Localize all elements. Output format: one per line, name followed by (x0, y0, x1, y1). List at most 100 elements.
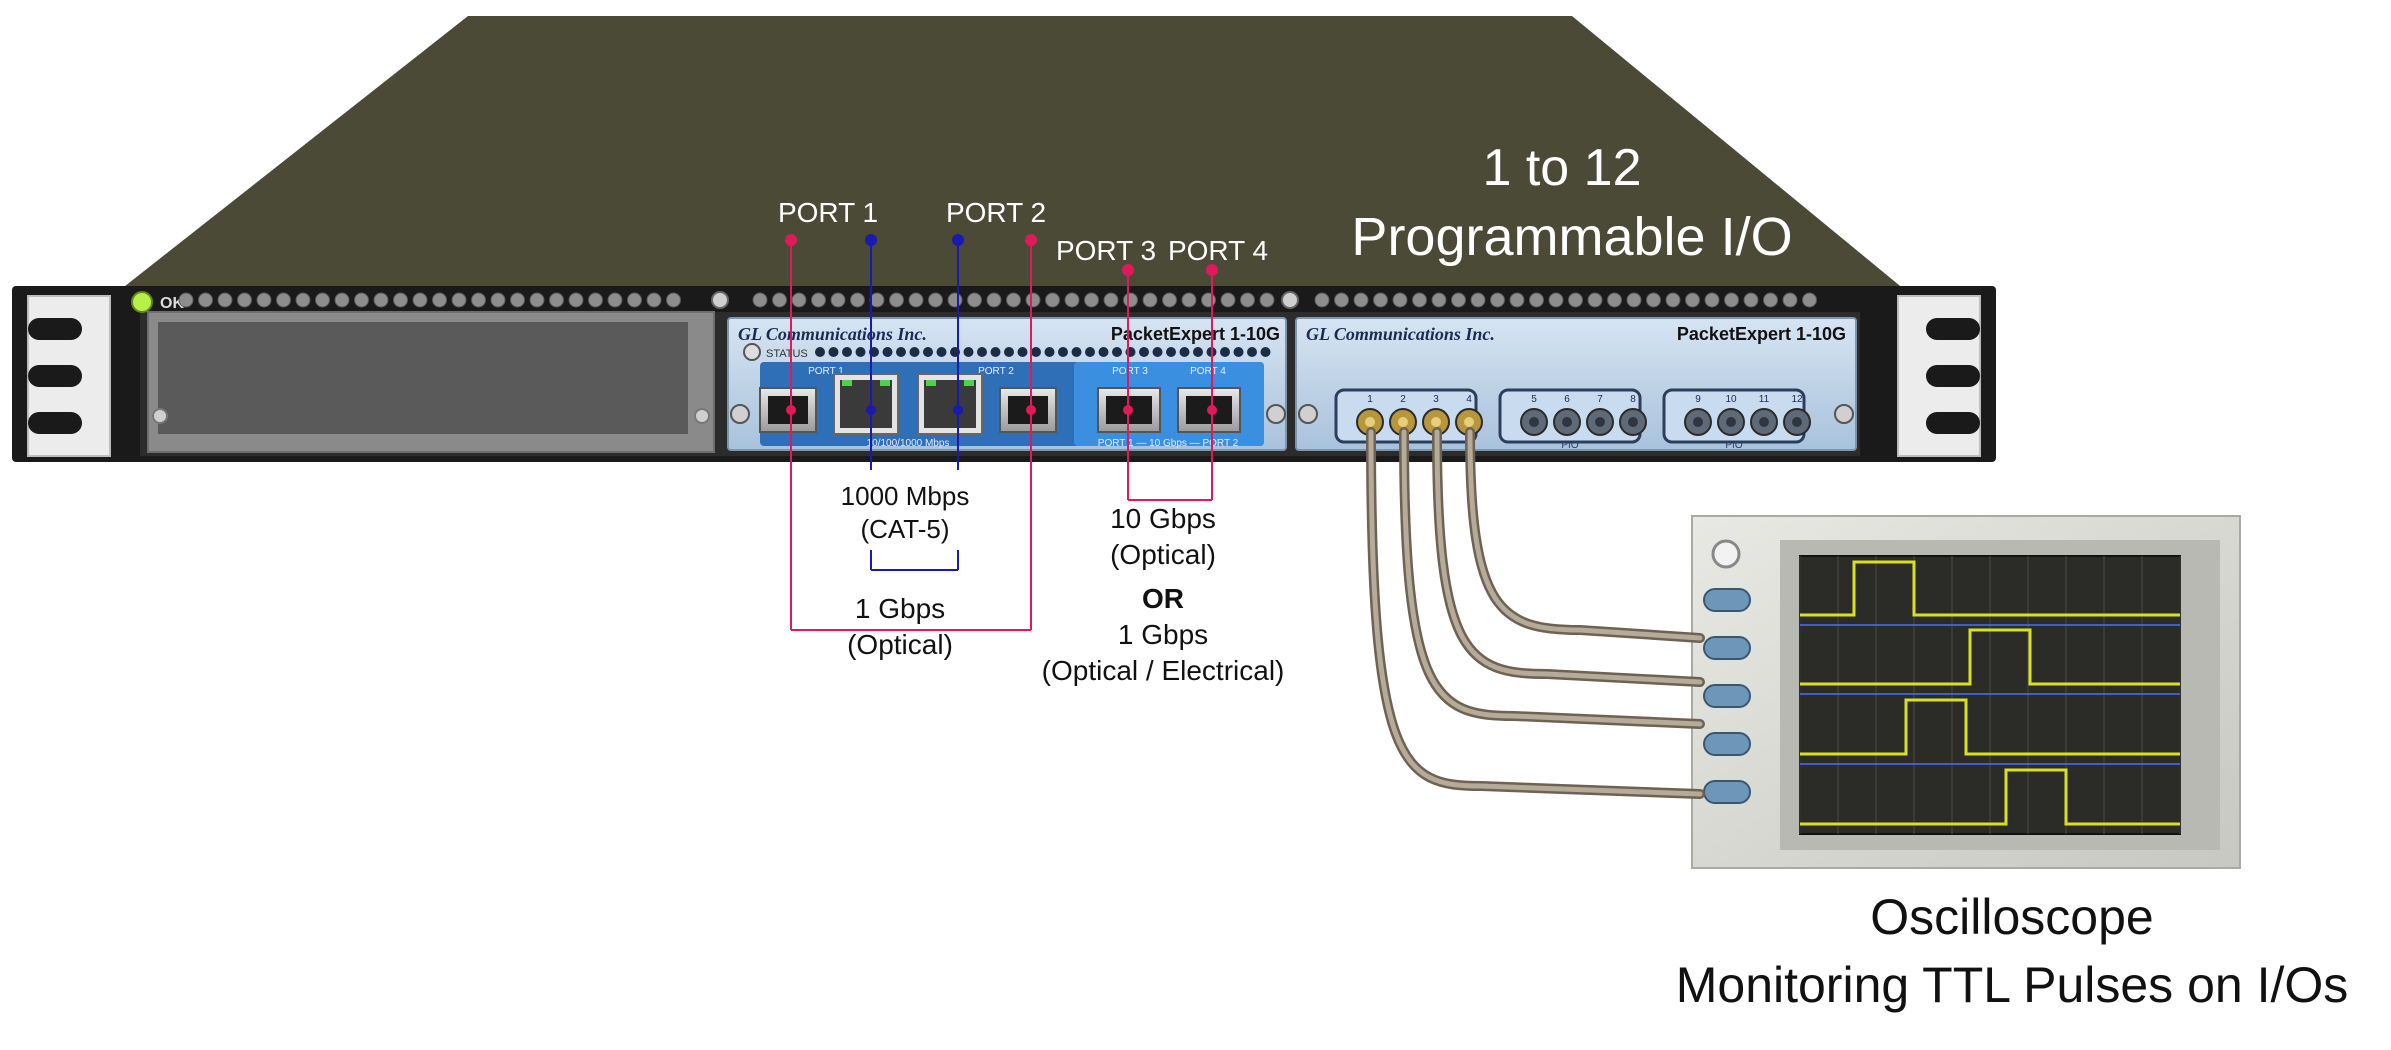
rack-screw-icon (1281, 291, 1299, 309)
status-led (896, 347, 906, 357)
module1-port4-silk: PORT 4 (1190, 366, 1226, 377)
vent-hole (830, 292, 846, 308)
vent-hole (1626, 292, 1642, 308)
module2-thumbscrew-left-icon (1298, 404, 1318, 424)
io-number: 1 (1367, 394, 1373, 405)
programmable-io-title-line1: 1 to 12 (1482, 139, 1641, 197)
oscilloscope-soft-button[interactable] (1703, 684, 1751, 708)
oscilloscope-soft-button[interactable] (1703, 732, 1751, 756)
io-number: 11 (1759, 394, 1770, 405)
vent-hole (178, 292, 194, 308)
module1-brand: GL Communications Inc. (738, 324, 927, 344)
vent-hole (928, 292, 943, 308)
vent-hole (1314, 292, 1330, 308)
status-led (1179, 347, 1190, 357)
bnc-pin (1464, 417, 1474, 427)
blank-panel-inset (158, 322, 688, 434)
module1-port2-silk: PORT 2 (978, 366, 1014, 377)
vent-hole (1334, 292, 1349, 308)
port1-rj45-dot (866, 405, 876, 415)
io-number: 7 (1597, 394, 1603, 405)
vent-hole (1025, 292, 1041, 308)
vent-hole (1084, 292, 1099, 308)
status-led (882, 347, 893, 357)
oscilloscope-soft-button[interactable] (1703, 636, 1751, 660)
vent-hole (1045, 292, 1060, 308)
vent-hole (1142, 292, 1158, 308)
programmable-io-title-line2: Programmable I/O (1351, 207, 1792, 267)
vent-hole (1181, 292, 1197, 308)
io-number: 6 (1564, 394, 1570, 405)
vent-hole (646, 292, 662, 308)
status-led (815, 347, 825, 357)
status-led (923, 347, 933, 357)
vent-hole (1006, 292, 1021, 308)
bnc-pin (1529, 417, 1539, 427)
vent-hole (1704, 292, 1720, 308)
coax-cable (1366, 427, 1705, 799)
vent-hole (791, 292, 807, 308)
io-number: 2 (1400, 394, 1406, 405)
vent-hole (354, 292, 369, 308)
status-led (1071, 347, 1082, 357)
optical-speed-line2: (Optical) (847, 629, 953, 660)
vent-hole (811, 292, 826, 308)
callout-lines-optical (790, 240, 1213, 631)
module1-status-led-icon (743, 343, 761, 361)
bnc-pin (1792, 417, 1802, 427)
status-led (1233, 347, 1244, 357)
io-number: 5 (1531, 394, 1537, 405)
oscilloscope-soft-button[interactable] (1703, 780, 1751, 804)
vent-hole (373, 292, 389, 308)
bnc-pin (1759, 417, 1769, 427)
vent-hole (393, 292, 408, 308)
vent-hole (549, 292, 564, 308)
module2-brand: GL Communications Inc. (1306, 324, 1495, 344)
status-led (1098, 347, 1109, 357)
tengig-speed-line2: (Optical) (1110, 539, 1216, 570)
status-led (977, 347, 987, 357)
port2-sfp-dot (1026, 405, 1036, 415)
vent-hole (1373, 292, 1388, 308)
bnc-pin (1431, 417, 1441, 427)
vent-hole (1568, 292, 1583, 308)
ok-led-label: OK (160, 295, 184, 312)
port3-sfp-dot (1123, 405, 1133, 415)
vent-hole (237, 292, 252, 308)
alt-speed-line1: 1 Gbps (1118, 619, 1208, 650)
status-led (1260, 347, 1271, 357)
oscilloscope-ttl-traces (1800, 560, 2180, 826)
vent-hole (1470, 292, 1486, 308)
port2-label: PORT 2 (946, 197, 1046, 228)
vent-hole (1064, 292, 1080, 308)
coax-cable-highlight (1434, 429, 1703, 685)
vent-hole (1392, 292, 1408, 308)
oscilloscope (1691, 515, 2241, 869)
status-led (1220, 347, 1230, 357)
copper-speed-line2: (CAT-5) (860, 514, 949, 544)
vent-hole (986, 292, 1002, 308)
module1-port1-silk: PORT 1 (808, 366, 844, 377)
vent-hole (315, 292, 330, 308)
status-led (1112, 347, 1122, 357)
status-led (842, 347, 852, 357)
alt-speed-line2: (Optical / Electrical) (1042, 655, 1285, 686)
oscilloscope-soft-button[interactable] (1703, 588, 1751, 612)
status-led (1139, 347, 1149, 357)
vent-hole (1548, 292, 1564, 308)
ttl-pulse-trace (1800, 560, 2180, 617)
coax-cable-highlight (1368, 429, 1703, 797)
ttl-pulse-trace (1800, 628, 2180, 686)
vent-hole (510, 292, 525, 308)
bnc-pin (1595, 417, 1605, 427)
vent-hole (412, 292, 428, 308)
oscilloscope-caption-line2: Monitoring TTL Pulses on I/Os (1676, 957, 2349, 1013)
module2-product: PacketExpert 1-10G (1677, 324, 1846, 344)
status-led (1193, 347, 1203, 357)
port3-label: PORT 3 (1056, 235, 1156, 266)
vent-hole (1412, 292, 1427, 308)
port4-label: PORT 4 (1168, 235, 1268, 266)
vent-hole (1201, 292, 1216, 308)
vent-hole (1587, 292, 1603, 308)
module1-product: PacketExpert 1-10G (1111, 324, 1280, 344)
